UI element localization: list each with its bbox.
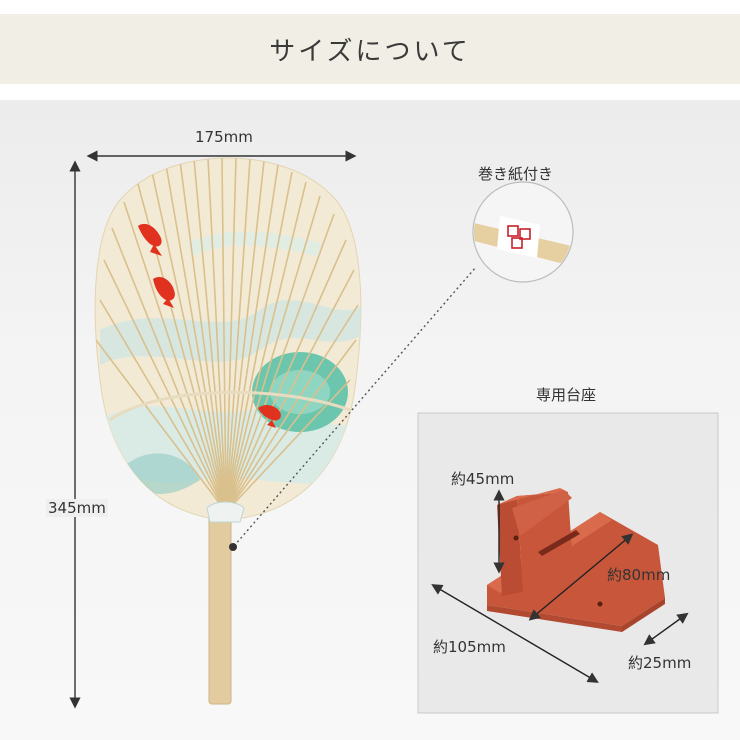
section-header: サイズについて xyxy=(0,14,740,84)
koi-fish xyxy=(153,277,175,308)
width-label: 175mm xyxy=(195,128,253,146)
callout-leader-line xyxy=(233,266,477,547)
stand-title: 専用台座 xyxy=(536,386,597,404)
uchiwa-fan xyxy=(94,157,362,705)
fan-handle xyxy=(208,511,232,705)
height-label: 345mm xyxy=(46,499,108,517)
wrap-callout-label: 巻き紙付き xyxy=(478,165,554,183)
stand-depth-label: 約45mm xyxy=(451,470,515,488)
stand-total-arrow xyxy=(431,584,599,683)
section-title: サイズについて xyxy=(269,36,471,67)
stand-width-arrow xyxy=(643,612,689,646)
stand-length-label: 約80mm xyxy=(607,566,671,584)
stand-total-label: 約105mm xyxy=(433,638,506,656)
koi-fish xyxy=(138,223,162,256)
koi-fish xyxy=(258,405,281,428)
callout-anchor-dot xyxy=(229,543,237,551)
stand-width-label: 約25mm xyxy=(628,654,692,672)
wrap-detail-circle xyxy=(472,181,574,283)
